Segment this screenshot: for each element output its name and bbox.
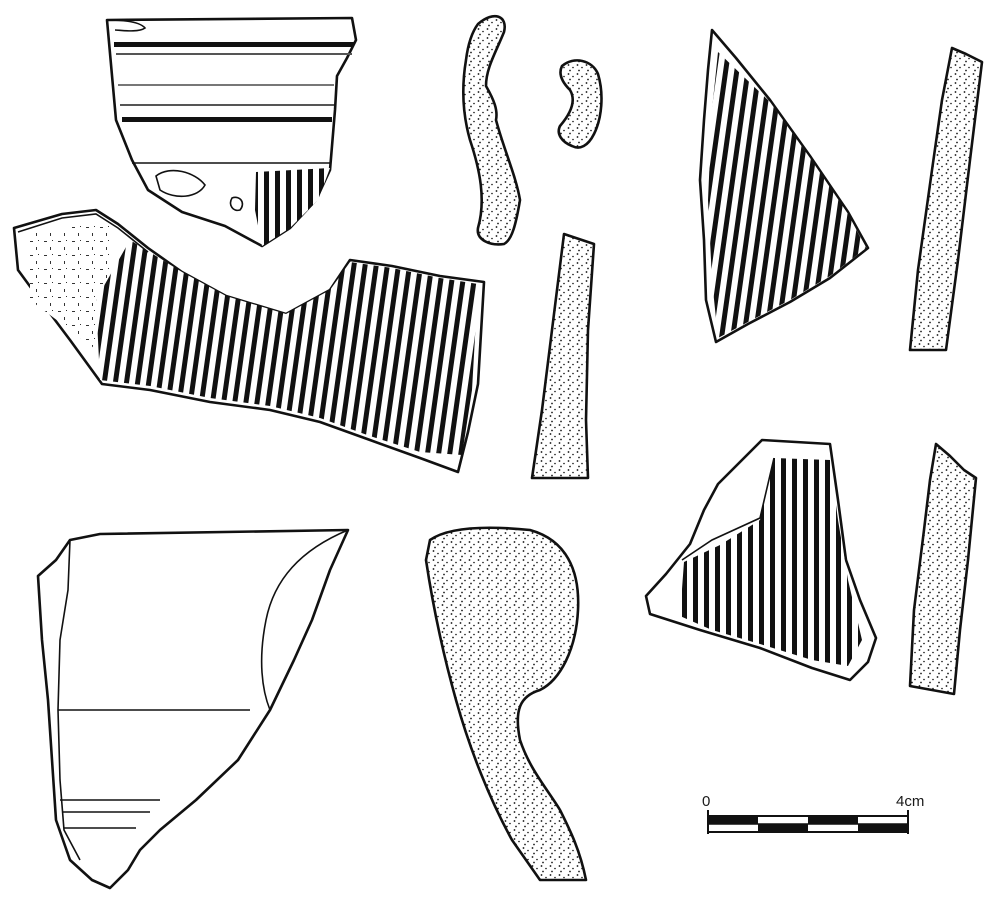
scale-bar-end-label: 4cm — [896, 793, 924, 810]
sherd-plain-wall — [36, 528, 350, 890]
sherd-rim-banded — [105, 16, 358, 248]
sherd-fluted-small — [644, 438, 878, 682]
section-profile-wall — [530, 232, 596, 480]
section-profile-s — [462, 14, 522, 246]
scale-bar: 0 4cm — [702, 793, 924, 834]
section-profile-straight-lower — [908, 442, 978, 696]
section-profile-thick-rim — [424, 526, 588, 882]
scale-bar-start-label: 0 — [702, 793, 710, 810]
sherd-fluted-body — [12, 208, 486, 474]
section-profile-hook — [557, 59, 603, 149]
sherd-fluted-triangle — [698, 28, 870, 344]
section-profile-straight-upper — [908, 46, 984, 352]
